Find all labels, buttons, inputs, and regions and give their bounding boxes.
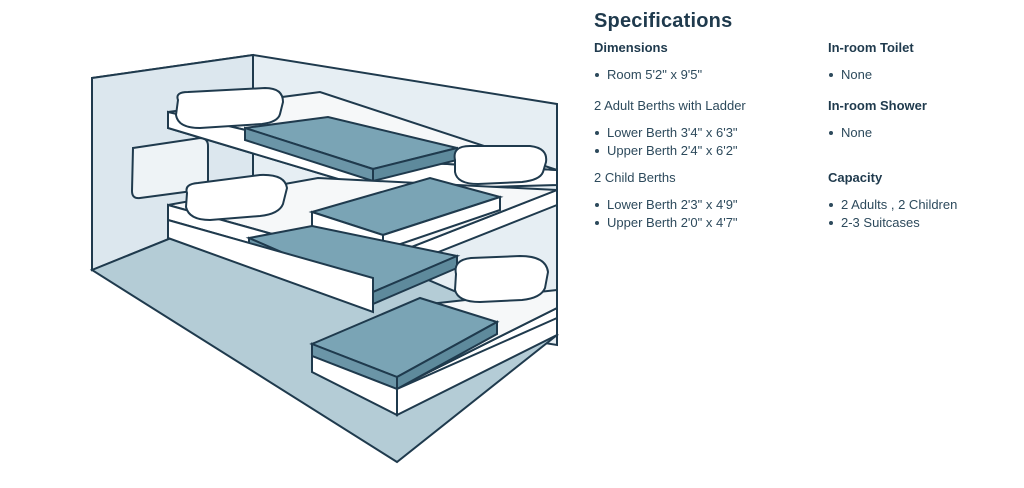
shower-section: In-room Shower None bbox=[828, 97, 1014, 169]
child-berths-section: 2 Child Berths Lower Berth 2'3" x 4'9" U… bbox=[594, 169, 824, 231]
adult-berths-heading: 2 Adult Berths with Ladder bbox=[594, 98, 746, 113]
list-item: Upper Berth 2'4" x 6'2" bbox=[594, 142, 824, 160]
shower-list: None bbox=[828, 124, 1014, 142]
child-berths-list: Lower Berth 2'3" x 4'9" Upper Berth 2'0"… bbox=[594, 196, 824, 231]
shower-heading: In-room Shower bbox=[828, 98, 927, 113]
specs-title: Specifications bbox=[594, 10, 733, 32]
list-item: 2-3 Suitcases bbox=[828, 214, 1014, 232]
cabin-illustration bbox=[89, 53, 559, 464]
capacity-list: 2 Adults , 2 Children 2-3 Suitcases bbox=[828, 196, 1014, 231]
child-berths-heading: 2 Child Berths bbox=[594, 170, 676, 185]
specs-left-column: Dimensions Room 5'2" x 9'5" 2 Adult Bert… bbox=[594, 39, 824, 231]
cabin-bunks-diagram bbox=[89, 53, 559, 464]
list-item: 2 Adults , 2 Children bbox=[828, 196, 1014, 214]
list-item: None bbox=[828, 66, 1014, 84]
list-item: Upper Berth 2'0" x 4'7" bbox=[594, 214, 824, 232]
toilet-section: In-room Toilet None bbox=[828, 39, 1014, 97]
toilet-list: None bbox=[828, 66, 1014, 84]
specs-right-column: In-room Toilet None In-room Shower None … bbox=[828, 39, 1014, 231]
dimensions-heading: Dimensions bbox=[594, 40, 668, 55]
list-item: None bbox=[828, 124, 1014, 142]
list-item: Lower Berth 3'4" x 6'3" bbox=[594, 124, 824, 142]
dimensions-section: Dimensions Room 5'2" x 9'5" bbox=[594, 39, 824, 97]
list-item: Lower Berth 2'3" x 4'9" bbox=[594, 196, 824, 214]
capacity-heading: Capacity bbox=[828, 170, 883, 185]
adult-berths-section: 2 Adult Berths with Ladder Lower Berth 3… bbox=[594, 97, 824, 169]
capacity-section: Capacity 2 Adults , 2 Children 2-3 Suitc… bbox=[828, 169, 1014, 231]
adult-berths-list: Lower Berth 3'4" x 6'3" Upper Berth 2'4"… bbox=[594, 124, 824, 159]
toilet-heading: In-room Toilet bbox=[828, 40, 914, 55]
list-item: Room 5'2" x 9'5" bbox=[594, 66, 824, 84]
specifications-panel: Specifications Dimensions Room 5'2" x 9'… bbox=[594, 10, 1014, 230]
dimensions-list: Room 5'2" x 9'5" bbox=[594, 66, 824, 84]
